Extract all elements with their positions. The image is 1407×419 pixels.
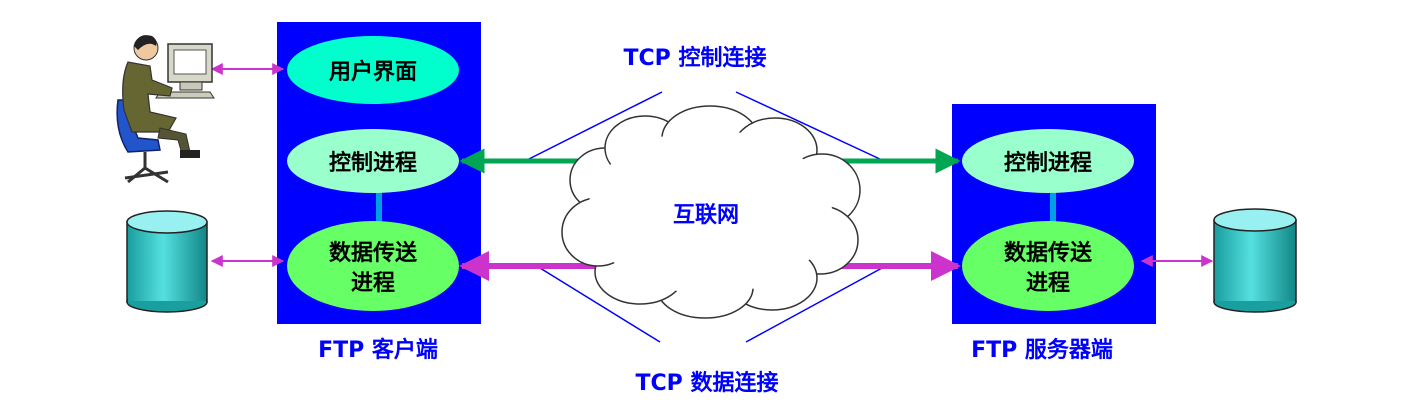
computer-user-icon	[116, 35, 215, 184]
server-data-label-2: 进程	[1026, 271, 1070, 296]
client-data-ellipse	[287, 221, 459, 311]
data-connection-label: TCP 数据连接	[636, 370, 779, 396]
cloud-icon: 互联网	[561, 105, 861, 319]
client-ui-label: 用户界面	[329, 59, 417, 85]
control-connection-label: TCP 控制连接	[624, 45, 767, 71]
server-data-ellipse	[962, 221, 1134, 311]
client-box-label: FTP 客户端	[318, 337, 438, 363]
server-control-ellipse	[962, 129, 1134, 193]
network-label: 互联网	[673, 203, 739, 228]
client-data-label-2: 进程	[351, 271, 395, 296]
data-connection-lines	[539, 267, 883, 343]
client-control-ellipse	[287, 129, 459, 193]
server-database-icon	[1213, 208, 1297, 313]
server-data-label-1: 数据传送	[1004, 240, 1092, 266]
client-database-icon	[126, 210, 208, 313]
control-connection-lines	[526, 91, 883, 161]
client-control-label: 控制进程	[329, 150, 417, 176]
client-data-label-1: 数据传送	[329, 240, 417, 266]
client-ui-ellipse	[287, 36, 459, 104]
server-box-label: FTP 服务器端	[971, 338, 1113, 363]
server-control-label: 控制进程	[1004, 150, 1092, 176]
